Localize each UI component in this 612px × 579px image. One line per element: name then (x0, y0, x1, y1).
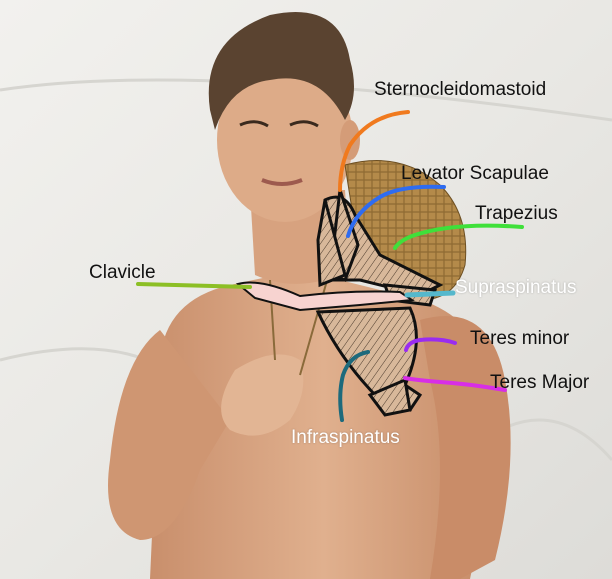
sternocleidomastoid-leader (338, 110, 410, 192)
label-teres-major: Teres Major (490, 372, 590, 393)
left-arm (108, 330, 230, 540)
label-levator-scapulae: Levator Scapulae (401, 163, 549, 184)
mouth (261, 178, 303, 186)
teres-major-muscle (367, 377, 412, 417)
label-supraspinatus: Supraspinatus (455, 277, 577, 298)
eye (289, 120, 319, 128)
hair (208, 12, 354, 130)
label-clavicle: Clavicle (89, 262, 156, 283)
label-trapezius: Trapezius (475, 203, 558, 224)
supraspinatus-leader (404, 290, 456, 298)
eye (239, 120, 269, 128)
sternocleidomastoid-muscle (316, 199, 347, 288)
levator-scapulae-leader (346, 184, 446, 238)
face (217, 58, 353, 222)
teres-minor-leader (404, 337, 457, 352)
clavicle-leader (136, 282, 252, 289)
label-infraspinatus: Infraspinatus (291, 427, 400, 448)
label-teres-minor: Teres minor (470, 328, 570, 349)
teres-major-leader (403, 376, 507, 392)
trapezius-leader (393, 223, 524, 250)
ear (340, 120, 360, 160)
infraspinatus-leader (338, 350, 370, 422)
clavicle-bone (235, 281, 415, 312)
label-sternocleidomastoid: Sternocleidomastoid (374, 79, 547, 100)
hand (221, 354, 304, 436)
backdrop-fold (499, 418, 612, 461)
